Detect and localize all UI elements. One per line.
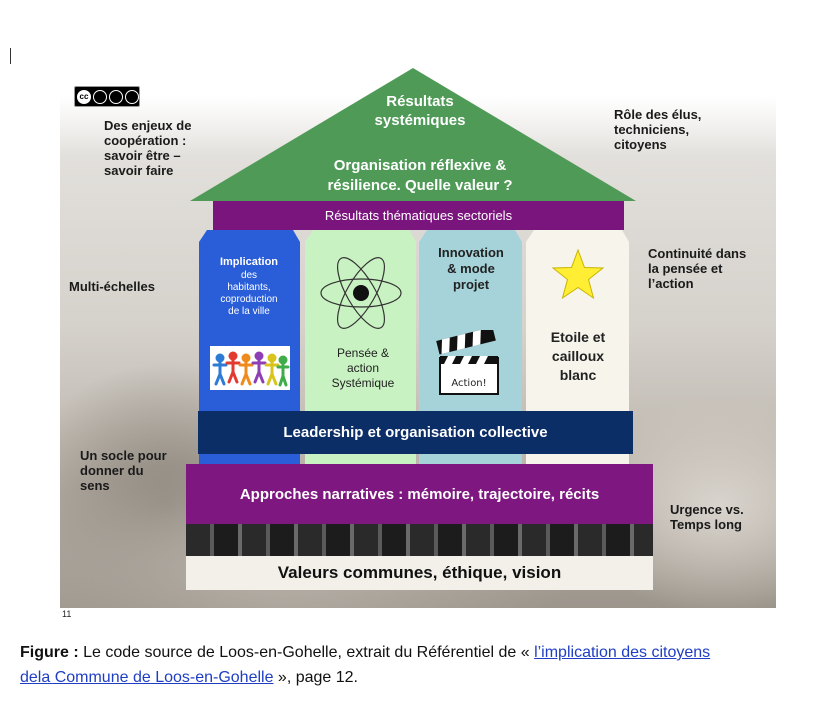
label-continuite-line: l’action (648, 276, 694, 291)
label-socle-line: Un socle pour (80, 448, 167, 463)
pillar-innovation-line: projet (452, 277, 490, 292)
label-urgence: Urgence vs. Temps long (670, 502, 744, 532)
nc-icon (109, 89, 123, 104)
by-icon (93, 89, 107, 104)
label-urgence-line: Temps long (670, 517, 742, 532)
creative-commons-badge: cc (74, 86, 140, 107)
pillar-pensee-line: Systémique (331, 376, 395, 390)
label-socle-line: sens (80, 478, 110, 493)
caption-link-line1[interactable]: l’implication des citoyens (534, 644, 711, 661)
pillar-innovation-line: Innovation (438, 245, 504, 260)
label-multi-echelles: Multi-échelles (69, 279, 155, 294)
roof-organisation: Organisation réflexive & résilience. Que… (280, 156, 560, 196)
label-continuite: Continuité dans la pensée et l’action (648, 246, 746, 291)
pillar-implication-subtitle-line: habitants, (227, 282, 271, 293)
band-narrative: Approches narratives : mémoire, trajecto… (186, 464, 653, 524)
cc-icon: cc (77, 89, 91, 104)
band-thematic: Résultats thématiques sectoriels (213, 201, 624, 230)
roof-title: Résultats systémiques (300, 92, 540, 130)
pillar-implication-title: Implication (219, 256, 279, 268)
label-roles: Rôle des élus, techniciens, citoyens (614, 107, 701, 152)
pillar-pensee-line: action (346, 361, 380, 375)
pillar-implication-subtitle: des habitants, coproduction de la ville (207, 270, 291, 318)
band-leadership: Leadership et organisation collective (198, 411, 633, 454)
pillar-innovation-text: Innovation & mode projet (424, 245, 518, 293)
roof-organisation-line: Organisation réflexive & (333, 157, 507, 174)
pillar-etoile (526, 230, 629, 466)
label-socle: Un socle pour donner du sens (80, 448, 167, 493)
clapperboard-text: Action! (451, 378, 486, 389)
label-roles-line: techniciens, (614, 122, 690, 137)
label-multi-line: Multi-échelles (69, 279, 155, 294)
pillar-pensee-line: Pensée & (336, 346, 390, 360)
clapperboard-icon: Action! (436, 330, 499, 395)
label-enjeux: Des enjeux de coopération : savoir être … (104, 118, 191, 178)
pillar-etoile-line: blanc (559, 367, 597, 383)
atom-icon (320, 257, 402, 329)
people-holding-hands-icon (210, 346, 290, 390)
pillar-etoile-line: cailloux (551, 348, 605, 364)
roof-triangle (190, 68, 636, 201)
roof-title-line: Résultats (386, 93, 454, 110)
text-cursor (10, 48, 11, 64)
caption-text-before: Le code source de Loos-en-Gohelle, extra… (78, 644, 535, 661)
rails-strip (186, 524, 653, 556)
label-enjeux-line: Des enjeux de (104, 118, 192, 133)
label-continuite-line: Continuité dans (648, 246, 747, 261)
caption-text-after: », page 12. (273, 669, 358, 686)
label-urgence-line: Urgence vs. (670, 502, 744, 517)
label-enjeux-line: savoir être – (104, 148, 181, 163)
label-roles-line: Rôle des élus, (614, 107, 702, 122)
label-continuite-line: la pensée et (648, 261, 723, 276)
band-values: Valeurs communes, éthique, vision (186, 556, 653, 590)
label-enjeux-line: coopération : (104, 133, 187, 148)
roof-organisation-line: résilience. Quelle valeur ? (327, 177, 513, 194)
nd-icon (125, 89, 139, 104)
pillar-pensee-text: Pensée & action Systémique (308, 346, 418, 391)
label-socle-line: donner du (80, 463, 144, 478)
pillar-etoile-line: Etoile et (550, 329, 606, 345)
pillar-etoile-text: Etoile et cailloux blanc (530, 328, 626, 385)
roof-title-line: systémiques (374, 112, 466, 129)
caption-label: Figure : (20, 644, 79, 661)
pillar-implication-subtitle-line: des (240, 270, 258, 281)
pillar-innovation-line: & mode (447, 261, 495, 276)
star-icon (551, 248, 605, 300)
label-roles-line: citoyens (614, 137, 667, 152)
pillar-pensee (305, 230, 416, 466)
pillar-innovation (419, 230, 522, 466)
pillar-implication-subtitle-line: de la ville (228, 306, 270, 317)
pillar-implication-subtitle-line: coproduction (220, 294, 278, 305)
figure-number: 11 (62, 609, 72, 619)
figure-caption: Figure : Le code source de Loos-en-Gohel… (20, 640, 800, 690)
label-enjeux-line: savoir faire (104, 163, 174, 178)
caption-link-line2[interactable]: dela Commune de Loos-en-Gohelle (20, 669, 274, 686)
